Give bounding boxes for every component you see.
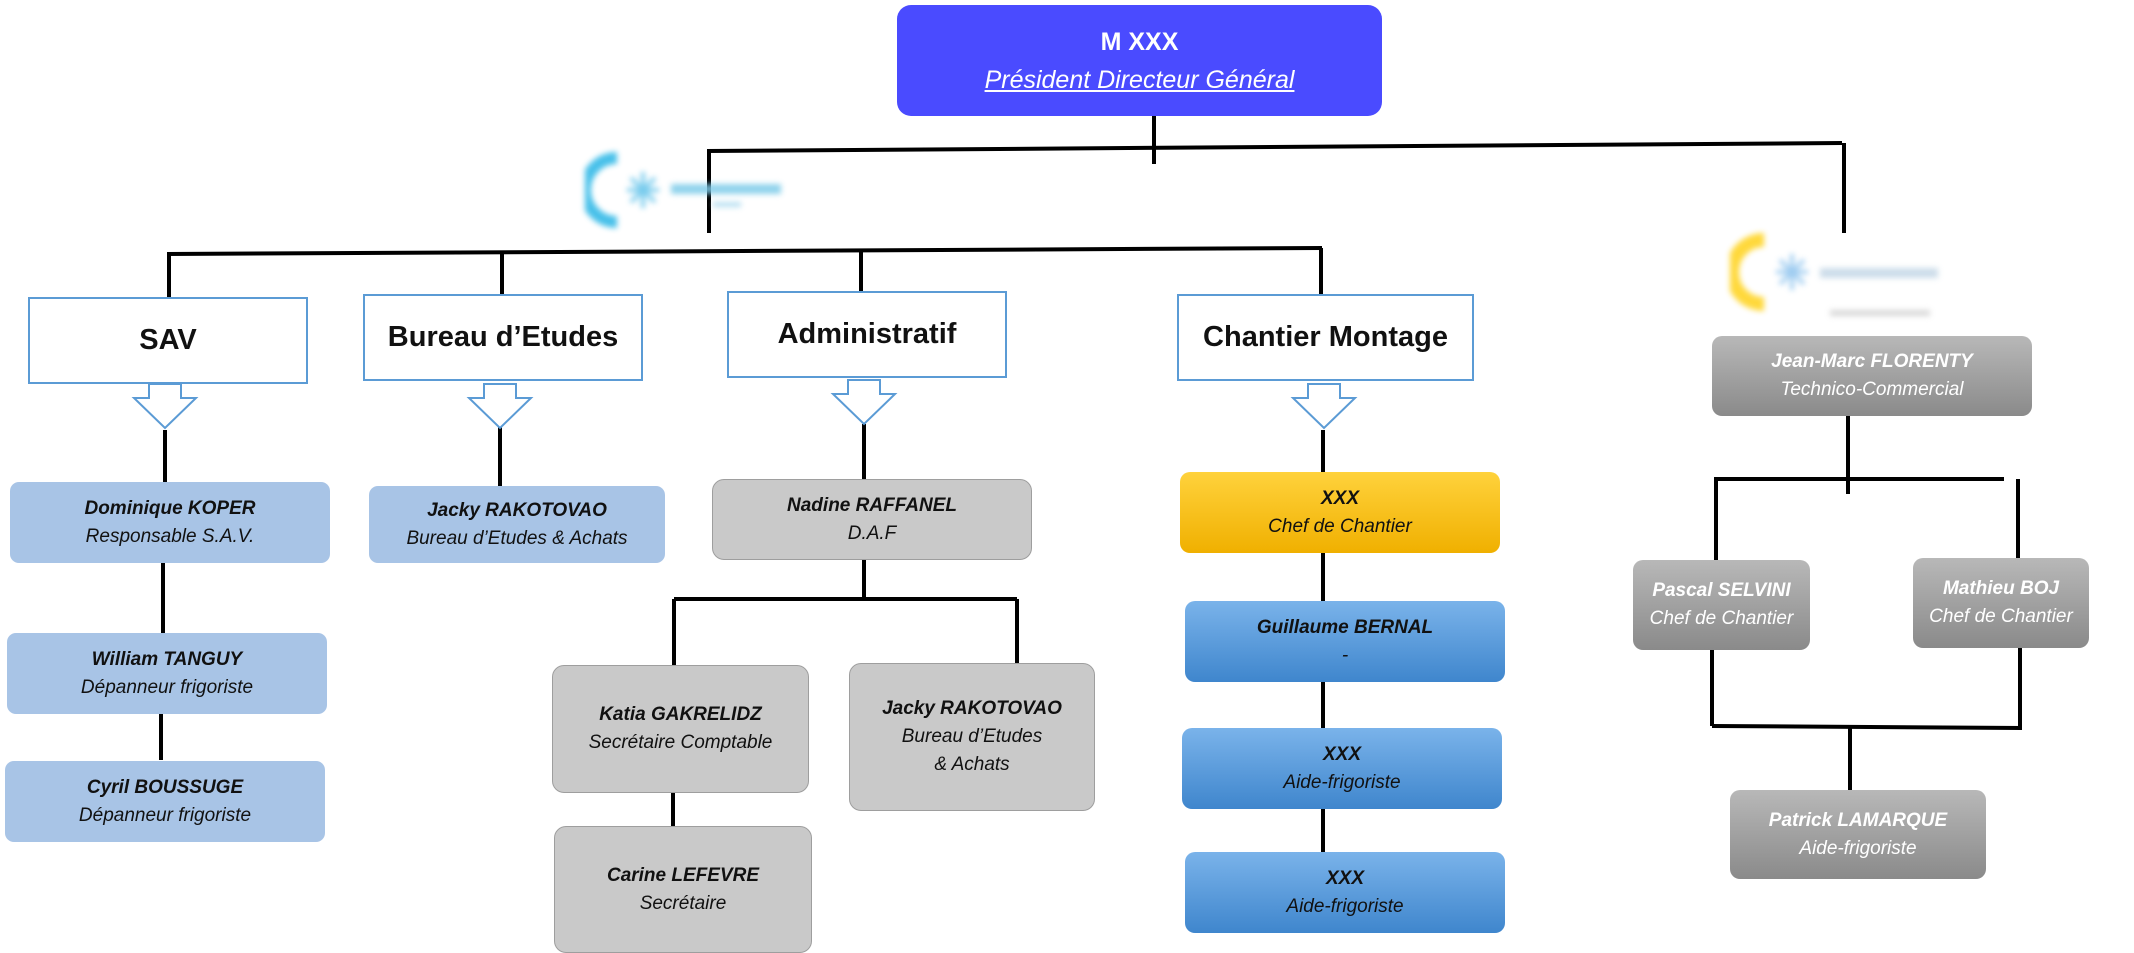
person-role: Aide-frigoriste xyxy=(1283,771,1401,793)
person-name: Katia GAKRELIDZ xyxy=(599,704,762,725)
person-name: Cyril BOUSSUGE xyxy=(86,776,244,798)
person-name: Jean-Marc FLORENTY xyxy=(1771,351,1973,372)
person-name: XXX xyxy=(1322,743,1362,765)
person-role: Bureau d’Etudes xyxy=(901,726,1043,747)
person-name: William TANGUY xyxy=(91,648,243,670)
person-role: Dépanneur frigoriste xyxy=(78,804,252,826)
person-card: Carine LEFEVRE Secrétaire xyxy=(554,826,812,953)
chantier-arrow-icon xyxy=(1290,383,1358,430)
person-name: Patrick LAMARQUE xyxy=(1768,809,1948,831)
person-name: Jacky RAKOTOVAO xyxy=(882,698,1062,719)
person-role: Chef de Chantier xyxy=(1929,606,2073,627)
dept-administratif: Administratif xyxy=(727,291,1007,378)
person-role: Responsable S.A.V. xyxy=(85,525,255,547)
bureau-arrow-icon xyxy=(466,383,534,430)
person-name: Nadine RAFFANEL xyxy=(787,494,957,516)
person-name: XXX xyxy=(1320,487,1360,509)
person-role: Technico-Commercial xyxy=(1780,379,1964,400)
person-role: Chef de Chantier xyxy=(1649,608,1794,629)
president-name: M XXX xyxy=(1100,27,1179,56)
person-card: Pascal SELVINI Chef de Chantier xyxy=(1633,560,1810,650)
person-card: William TANGUY Dépanneur frigoriste xyxy=(7,633,327,714)
person-card: Cyril BOUSSUGE Dépanneur frigoriste xyxy=(5,761,325,842)
president-box: M XXX Président Directeur Général xyxy=(897,5,1382,116)
dept-bureau-etudes: Bureau d’Etudes xyxy=(363,294,643,381)
person-name: Dominique KOPER xyxy=(84,497,256,519)
person-card: Jean-Marc FLORENTY Technico-Commercial xyxy=(1712,336,2032,416)
admin-arrow-icon xyxy=(830,379,898,426)
person-name: Pascal SELVINI xyxy=(1652,580,1791,601)
person-card: Guillaume BERNAL - xyxy=(1185,601,1505,682)
person-role: Dépanneur frigoriste xyxy=(80,676,254,698)
person-role: & Achats xyxy=(934,754,1010,775)
snowflake-logo-icon xyxy=(585,152,781,228)
person-name: Mathieu BOJ xyxy=(1942,578,2060,599)
person-role: Aide-frigoriste xyxy=(1799,837,1917,859)
president-title: Président Directeur Général xyxy=(984,65,1295,94)
person-card: XXX Aide-frigoriste xyxy=(1182,728,1502,809)
person-name: Carine LEFEVRE xyxy=(606,864,760,886)
person-card: Jacky RAKOTOVAO Bureau d’Etudes & Achats xyxy=(369,486,665,563)
person-card: Nadine RAFFANEL D.A.F xyxy=(712,479,1032,560)
dept-chantier-montage: Chantier Montage xyxy=(1177,294,1474,381)
person-role: Aide-frigoriste xyxy=(1286,895,1404,917)
person-card: Dominique KOPER Responsable S.A.V. xyxy=(10,482,330,563)
person-role: Bureau d’Etudes & Achats xyxy=(406,527,628,549)
person-card: Patrick LAMARQUE Aide-frigoriste xyxy=(1730,790,1986,879)
person-role: Chef de Chantier xyxy=(1268,515,1412,537)
person-role: Secrétaire Comptable xyxy=(588,732,773,753)
person-name: Guillaume BERNAL xyxy=(1256,616,1434,638)
person-card: Jacky RAKOTOVAO Bureau d’Etudes & Achats xyxy=(849,663,1095,811)
person-card: XXX Chef de Chantier xyxy=(1180,472,1500,553)
person-role: - xyxy=(1341,644,1349,666)
snowflake-logo-icon xyxy=(1730,233,1938,316)
person-card: XXX Aide-frigoriste xyxy=(1185,852,1505,933)
sav-arrow-icon xyxy=(131,383,199,430)
person-name: Jacky RAKOTOVAO xyxy=(427,499,607,521)
person-role: D.A.F xyxy=(847,522,897,544)
person-role: Secrétaire xyxy=(639,892,727,914)
person-name: XXX xyxy=(1325,867,1365,889)
person-card: Katia GAKRELIDZ Secrétaire Comptable xyxy=(552,665,809,793)
dept-sav: SAV xyxy=(28,297,308,384)
person-card: Mathieu BOJ Chef de Chantier xyxy=(1913,558,2089,648)
